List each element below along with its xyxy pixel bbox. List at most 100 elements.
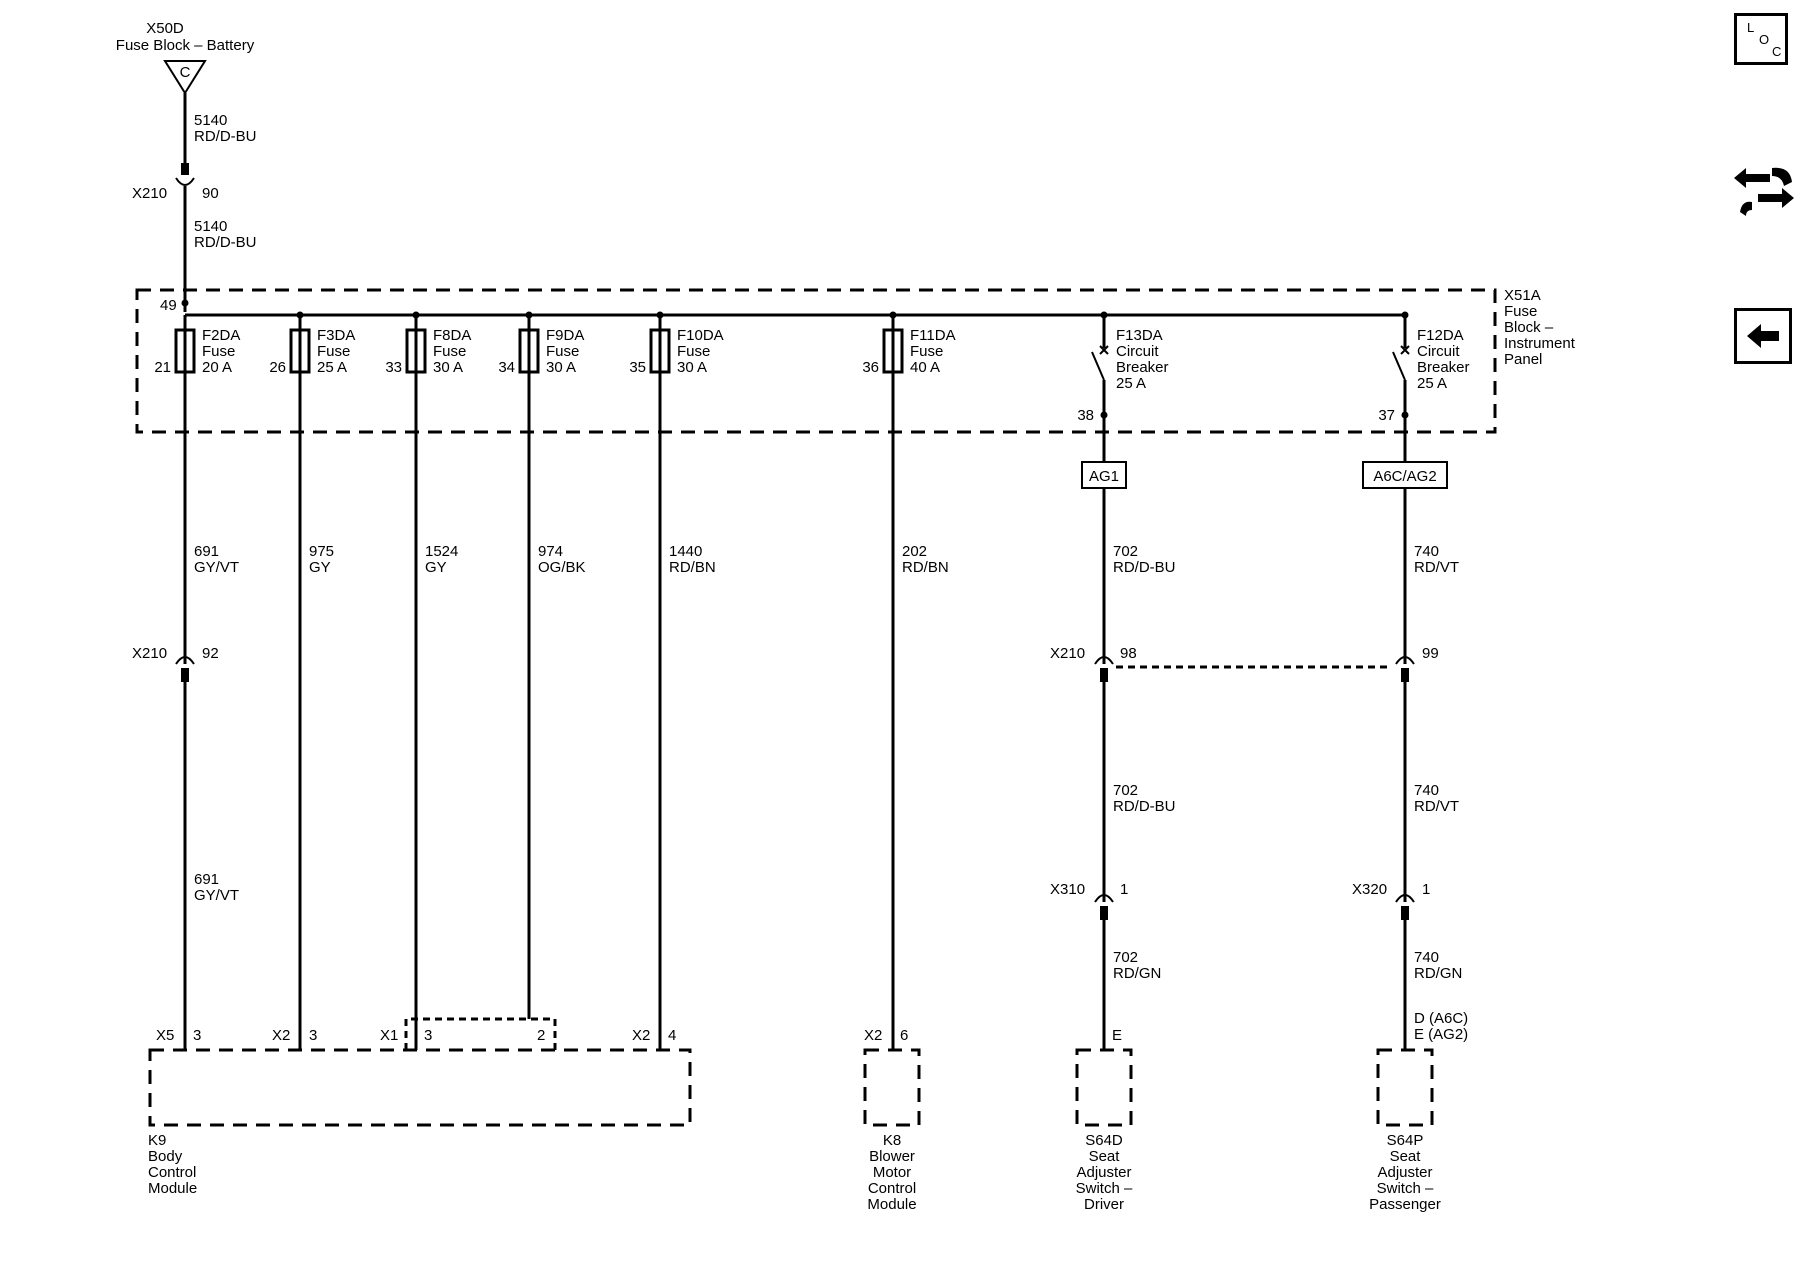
fuse-rating: 30 A [546,359,576,376]
fuse-name: F9DA [546,327,584,344]
x210-98-pin-label: 98 [1120,645,1137,662]
x210-92-id: X210 [132,645,167,662]
wire-circuit: 202 [902,543,927,560]
s64d-name-3: Switch – [1076,1180,1133,1197]
wire-color: GY [425,559,447,576]
fuse-name: F2DA [202,327,240,344]
bcm-pin-x5-3: 3 [193,1027,201,1044]
x210-92-below-color: GY/VT [194,887,239,904]
connector-swap-glyph [1734,167,1794,216]
bcm-pin-x5-connector: X5 [156,1027,174,1044]
k8-connector: X2 [864,1027,882,1044]
wire-circuit: 974 [538,543,563,560]
breaker-type-1: Circuit [1116,343,1159,360]
fuse-block-outline [135,288,1497,434]
option-box [1362,461,1448,489]
breaker-rating: 25 A [1116,375,1146,392]
x320-below-circuit: 740 [1414,949,1439,966]
breaker-type-1: Circuit [1417,343,1460,360]
fuse-name: F8DA [433,327,471,344]
breaker-mark [1400,345,1410,355]
source-name: Fuse Block – Battery [116,37,255,54]
option-label: AG1 [1089,468,1119,485]
bcm-pin-x2-4: 4 [668,1027,676,1044]
s64p-module-outline [1376,1048,1434,1127]
fuse-name: F10DA [677,327,724,344]
x310-connector: X310 1 702 RD/GN [1050,881,1161,982]
fuse-rating: 30 A [433,359,463,376]
x320-connector-symbol [1395,894,1415,903]
x310-connector-symbol [1094,894,1114,903]
x210-98-id: X210 [1050,645,1085,662]
breaker-name: F12DA [1417,327,1464,344]
loc-icon[interactable]: L O C [1734,13,1788,65]
wire-color: RD/D-BU [1113,559,1176,576]
fuse-block-id: X51A [1504,287,1541,304]
feed-lower-color: RD/D-BU [194,234,257,251]
s64d-pin: E [1112,1027,1122,1044]
wire-circuit: 1440 [669,543,702,560]
wire-color: RD/BN [669,559,716,576]
loc-letter-o: O [1759,32,1770,47]
fuse-block-name-1: Fuse [1504,303,1537,320]
breaker-contact [1392,351,1406,381]
x210-98-connector: X210 98 702 RD/D-BU [1050,645,1176,815]
wire-color: GY [309,559,331,576]
s64d-name-4: Driver [1084,1196,1124,1213]
source-terminal-symbol [163,60,207,95]
fuse-name: F3DA [317,327,355,344]
bcm-pin-x2b-connector: X2 [632,1027,650,1044]
option-label: A6C/AG2 [1373,468,1436,485]
wire-circuit: 975 [309,543,334,560]
x310-pin [1100,906,1108,920]
k9-name-1: Body [148,1148,183,1165]
breaker-name: F13DA [1116,327,1163,344]
fuse-rating: 40 A [910,359,940,376]
x320-pin [1401,906,1409,920]
x210-92-pin [181,668,189,682]
fuse-pin: 21 [154,359,171,376]
fuse-rating: 25 A [317,359,347,376]
fuse-rating: 20 A [202,359,232,376]
k8-name-1: Blower [869,1148,915,1165]
s64d-name-2: Adjuster [1076,1164,1131,1181]
fuse-block-name-4: Panel [1504,351,1542,368]
x210-90-pin [181,163,189,175]
wire-circuit: 702 [1113,543,1138,560]
x210-99-connector: 99 740 RD/VT [1395,645,1459,815]
s64p-name-3: Switch – [1377,1180,1434,1197]
connector-swap-icon[interactable] [1732,160,1796,220]
k9-id: K9 [148,1132,166,1149]
back-arrow-glyph [1747,324,1779,348]
x210-99-pin-label: 99 [1422,645,1439,662]
back-arrow-icon[interactable] [1734,308,1792,364]
bcm-pin-x1-2: 2 [537,1027,545,1044]
feed-input-pin: 49 [160,297,177,314]
x210-98-below-color: RD/D-BU [1113,798,1176,815]
wire-group: 691GY/VT975GY1524GY974OG/BK1440RD/BN202R… [183,372,1459,1050]
x320-id: X320 [1352,881,1387,898]
x310-below-color: RD/GN [1113,965,1161,982]
fuse-block-name-2: Block – [1504,319,1554,336]
x210-98-below-circuit: 702 [1113,782,1138,799]
s64p-name-2: Adjuster [1377,1164,1432,1181]
fuse-pin: 34 [498,359,515,376]
k8-id: K8 [883,1132,901,1149]
feed-upper-circuit: 5140 [194,112,227,129]
fuse-rating: 30 A [677,359,707,376]
s64d-id: S64D [1085,1132,1123,1149]
wire-circuit: 691 [194,543,219,560]
k9-name-3: Module [148,1180,197,1197]
